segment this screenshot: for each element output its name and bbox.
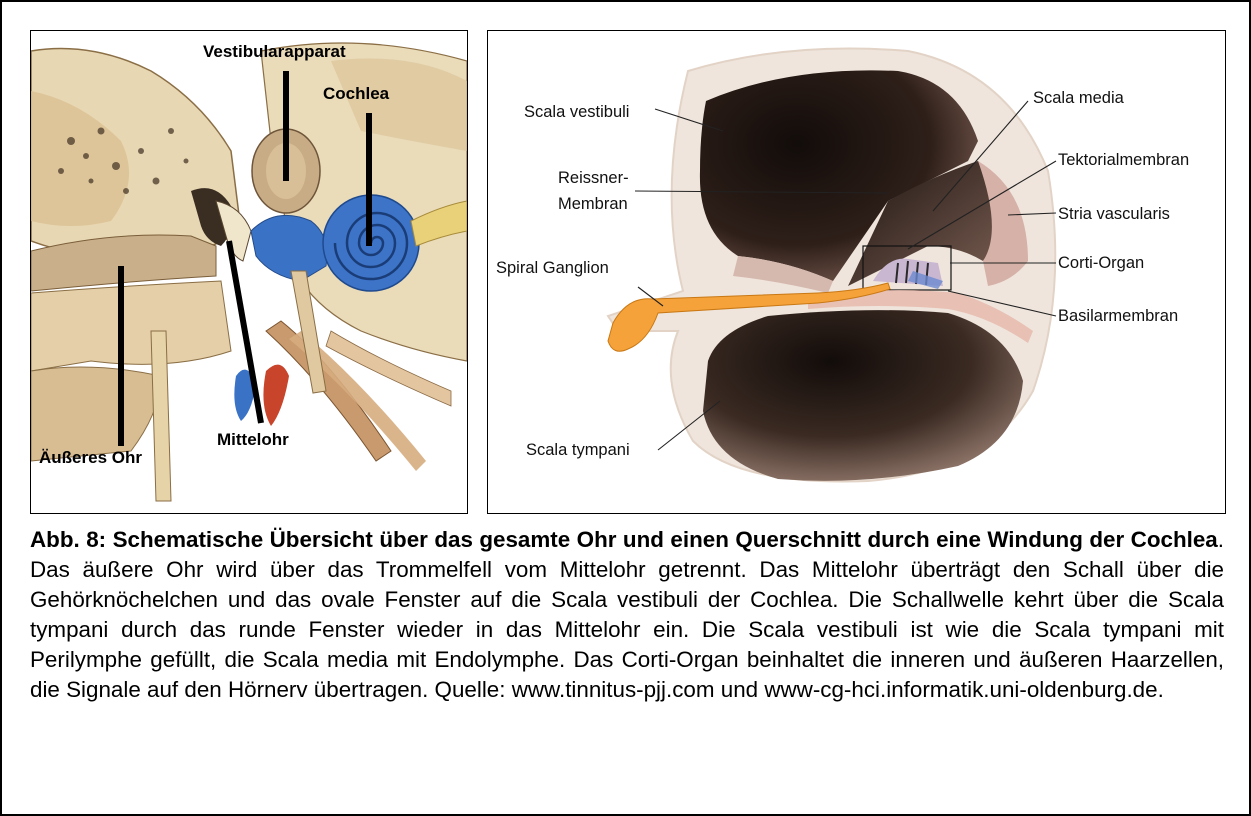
label-stria-vascularis: Stria vascularis [1058, 205, 1170, 223]
label-cochlea: Cochlea [323, 84, 390, 103]
label-reissner-membran-1: Reissner- [558, 169, 629, 187]
label-spiral-ganglion: Spiral Ganglion [496, 259, 609, 277]
label-vestibularapparat: Vestibularapparat [203, 42, 346, 61]
caption-title-end: . [1218, 527, 1224, 552]
ear-overview-illustration: Vestibularapparat Cochlea Äußeres Ohr Mi… [31, 31, 467, 513]
ear-overview-panel: Vestibularapparat Cochlea Äußeres Ohr Mi… [30, 30, 468, 514]
cochlea-cross-section-illustration: Scala vestibuli Reissner- Membran Spiral… [488, 31, 1225, 513]
label-corti-organ: Corti-Organ [1058, 254, 1144, 272]
label-scala-vestibuli: Scala vestibuli [524, 103, 629, 121]
label-mittelohr: Mittelohr [217, 430, 289, 449]
cochlea-cross-section-panel: Scala vestibuli Reissner- Membran Spiral… [487, 30, 1226, 514]
label-scala-tympani: Scala tympani [526, 441, 630, 459]
label-aeusseres-ohr: Äußeres Ohr [39, 448, 142, 467]
caption-body: Das äußere Ohr wird über das Trommelfell… [30, 557, 1224, 702]
label-reissner-membran-2: Membran [558, 195, 628, 213]
label-basilarmembran: Basilarmembran [1058, 307, 1178, 325]
caption-title: Abb. 8: Schematische Übersicht über das … [30, 527, 1218, 552]
figure-caption: Abb. 8: Schematische Übersicht über das … [30, 525, 1224, 705]
label-scala-media: Scala media [1033, 89, 1125, 107]
label-tektorialmembran: Tektorialmembran [1058, 151, 1189, 169]
